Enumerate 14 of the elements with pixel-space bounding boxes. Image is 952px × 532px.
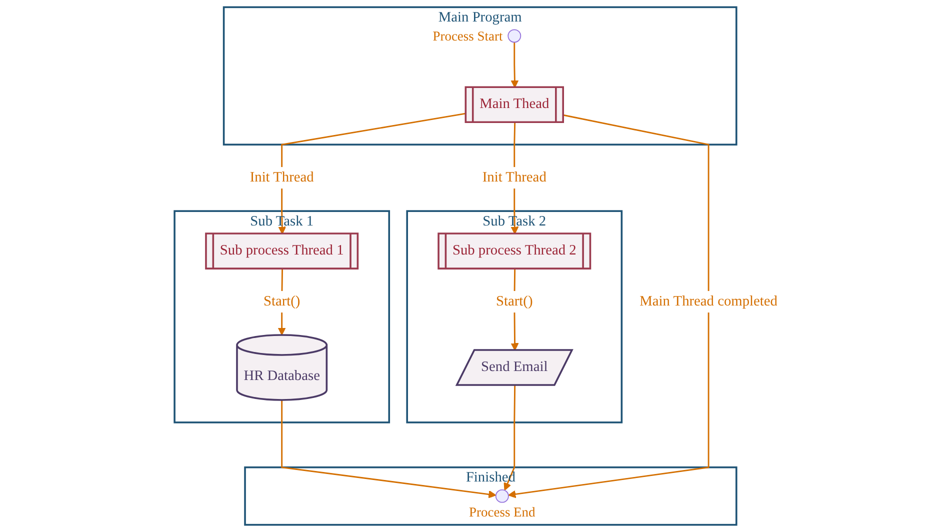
arrow [281,400,496,498]
arrow [504,385,516,491]
edge-label: Init Thread [250,170,314,186]
node-circle [495,489,509,503]
edge-label: Start() [496,294,533,309]
node-caption: Process End [469,504,536,520]
arrow [510,42,519,88]
arrow [278,112,466,234]
edge-label: Start() [263,294,300,309]
edge-label: Init Thread [482,170,546,186]
edge-label: Main Thread completed [640,294,778,309]
arrow [508,114,710,498]
node-caption: Process Start [432,28,503,44]
node-circle [508,29,522,43]
